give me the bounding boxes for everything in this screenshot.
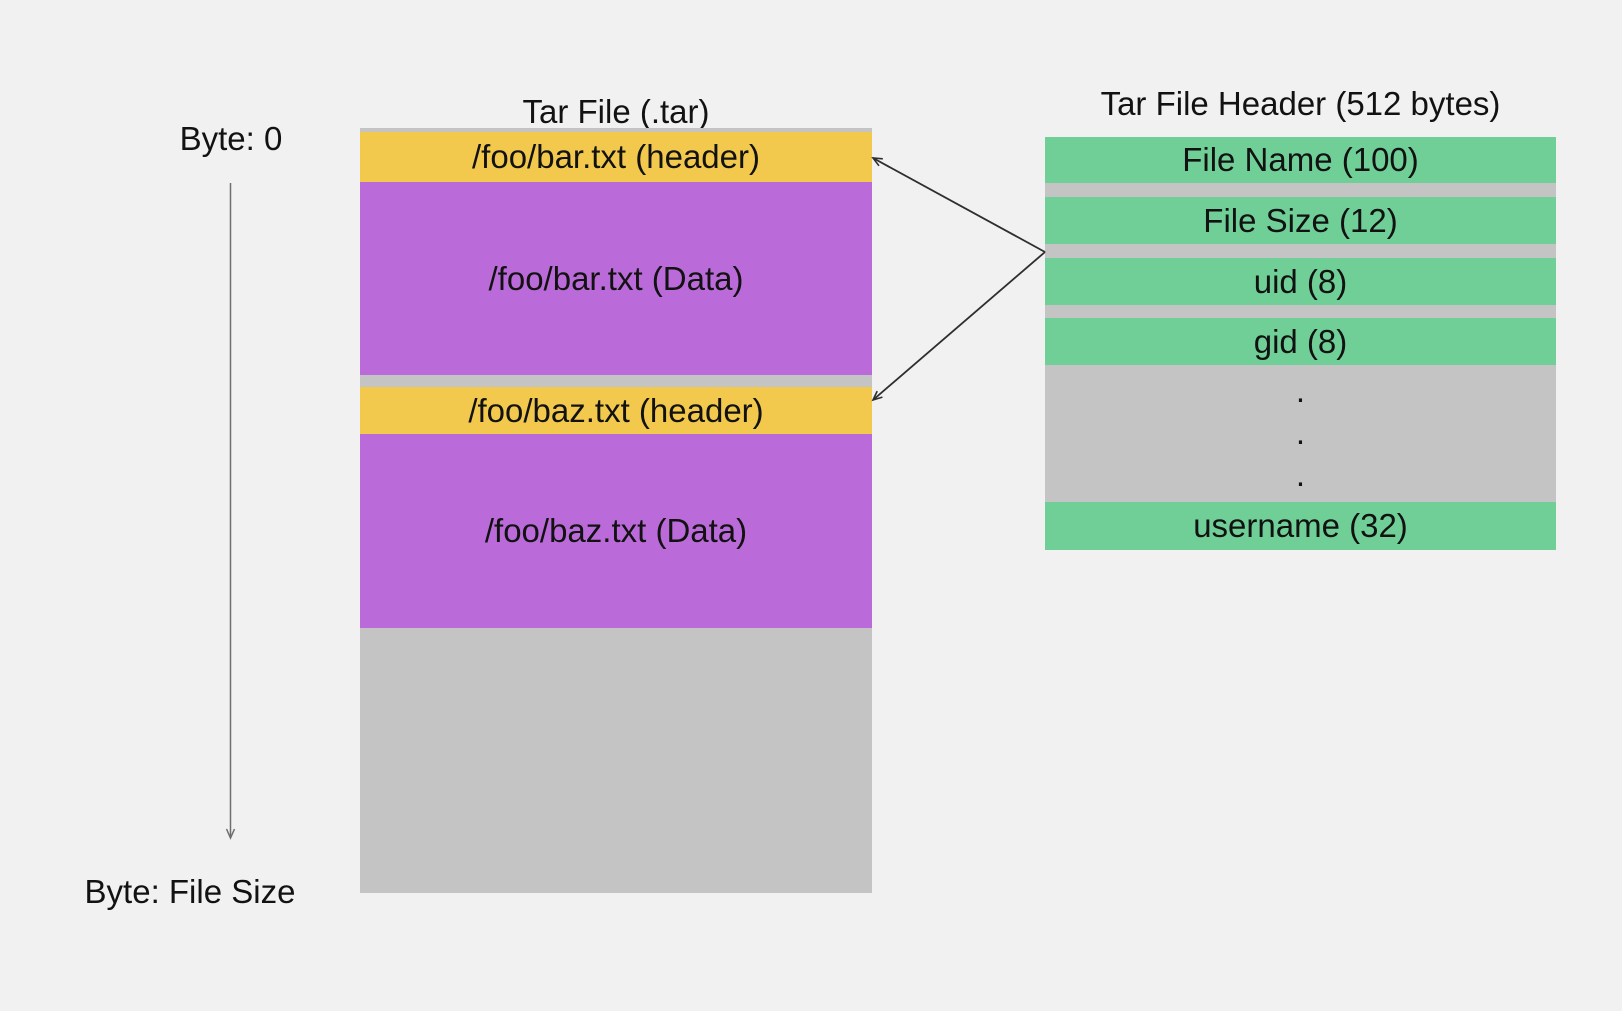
byte-start-label: Byte: 0: [179, 120, 283, 157]
byte-end-label: Byte: File Size: [84, 873, 296, 910]
tar-block-baz-data: /foo/baz.txt (Data): [360, 434, 872, 628]
header-field-gid: gid (8): [1045, 318, 1556, 365]
header-field-username: username (32): [1045, 502, 1556, 550]
tar-file-title: Tar File (.tar): [522, 93, 710, 130]
header-field-uid: uid (8): [1045, 258, 1556, 305]
tar-file-stack: /foo/bar.txt (header) /foo/bar.txt (Data…: [360, 128, 872, 893]
ellipsis-dot: .: [1295, 414, 1306, 451]
header-field-file-size: File Size (12): [1045, 197, 1556, 244]
ellipsis-dots: . . .: [1045, 364, 1556, 502]
ellipsis-dot: .: [1295, 372, 1306, 409]
tar-block-bar-data: /foo/bar.txt (Data): [360, 182, 872, 375]
ellipsis-dot: .: [1295, 456, 1306, 493]
connector-to-baz-header: [871, 251, 1046, 402]
tar-header-title: Tar File Header (512 bytes): [1100, 85, 1501, 122]
connector-to-bar-header: [871, 157, 1046, 253]
header-field-file-name: File Name (100): [1045, 137, 1556, 183]
tar-header-field-table: File Name (100) File Size (12) uid (8) g…: [1045, 137, 1556, 550]
tar-block-bar-header: /foo/bar.txt (header): [360, 132, 872, 182]
tar-block-baz-header: /foo/baz.txt (header): [360, 387, 872, 434]
